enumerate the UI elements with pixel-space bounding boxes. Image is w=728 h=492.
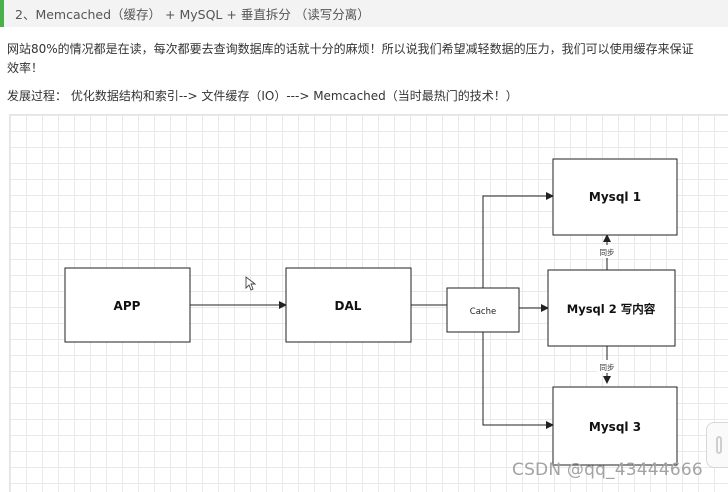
section-heading: 2、Memcached（缓存） + MySQL + 垂直拆分 （读写分离） xyxy=(0,0,728,27)
paragraph-intro-line2: 效率！ xyxy=(7,61,44,75)
sync-label-bottom: 同步 xyxy=(600,363,615,372)
mysql3-box xyxy=(552,386,678,466)
mysql3-label: Mysql 3 xyxy=(589,420,641,434)
architecture-diagram: APP DAL Cache Mysql 1 Mysql 2 写内容 Mysql … xyxy=(9,114,728,492)
mysql1-label: Mysql 1 xyxy=(589,190,641,204)
mouse-cursor-icon xyxy=(245,276,257,291)
sync-label-top: 同步 xyxy=(600,248,615,257)
csdn-watermark: CSDN @qq_43444666 xyxy=(512,460,703,480)
dal-label: DAL xyxy=(335,299,362,313)
mysql2-box xyxy=(547,269,676,347)
side-scroll-tab[interactable] xyxy=(706,422,728,468)
diagram-canvas: APP DAL Cache Mysql 1 Mysql 2 写内容 Mysql … xyxy=(64,158,678,466)
paragraph-process: 发展过程： 优化数据结构和索引--> 文件缓存（IO）---> Memcache… xyxy=(7,89,518,103)
connector-cache-mysql3 xyxy=(482,323,554,429)
cache-label: Cache xyxy=(470,307,496,317)
paragraph-intro-line1: 网站80%的情况都是在读，每次都要去查询数据库的话就十分的麻烦！所以说我们希望减… xyxy=(7,42,694,56)
cache-box xyxy=(446,287,520,333)
dal-box xyxy=(285,267,412,343)
connector-cache-mysql1 xyxy=(482,192,554,288)
app-box xyxy=(64,267,191,343)
paragraph-intro: 网站80%的情况都是在读，每次都要去查询数据库的话就十分的麻烦！所以说我们希望减… xyxy=(7,40,719,78)
mysql2-label: Mysql 2 写内容 xyxy=(567,302,656,316)
app-label: APP xyxy=(114,299,141,313)
mysql1-box xyxy=(552,158,678,236)
